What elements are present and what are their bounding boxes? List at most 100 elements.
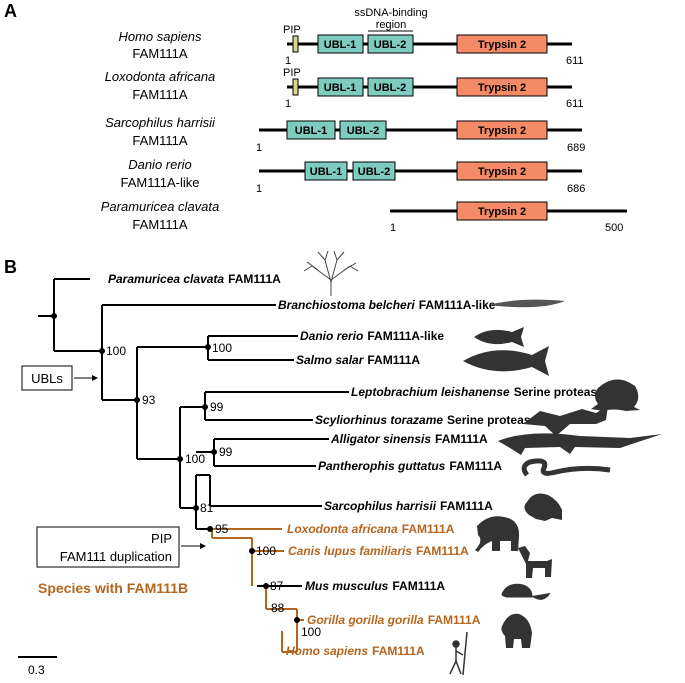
node (202, 404, 208, 410)
fam111b-legend: Species with FAM111B (38, 580, 188, 596)
bootstrap-value: 99 (210, 400, 224, 414)
ubl1-label: UBL-1 (310, 166, 342, 178)
species-name: Loxodonta africana (105, 69, 216, 84)
ubl2-domain (339, 120, 387, 140)
species-name: Paramuricea clavata (101, 199, 220, 214)
pip-label: PIP (283, 67, 301, 79)
scale-bar-label: 0.3 (28, 663, 45, 677)
protein-row-danio-rerio: Danio rerio FAM111A-like UBL-1 UBL-2 Try… (121, 157, 586, 195)
node (294, 617, 300, 623)
node (51, 313, 57, 319)
tree-nodes (51, 313, 300, 623)
zebrafish-icon (474, 327, 524, 347)
protein-name: FAM111A (132, 133, 187, 148)
bootstrap-value: 100 (106, 344, 126, 358)
coral-icon (303, 250, 359, 296)
node (99, 348, 105, 354)
node (263, 583, 269, 589)
ubl2-label: UBL-2 (374, 39, 406, 51)
protein-row-homo-sapiens: Homo sapiens FAM111A PIP UBL-1 UBL-2 ssD… (118, 7, 583, 67)
bootstrap-value: 100 (256, 544, 276, 558)
pip-callout-line1: PIP (151, 531, 172, 546)
mouse-icon (501, 583, 551, 600)
bootstrap-values: 100 100 93 99 100 99 81 95 100 87 88 100 (106, 341, 321, 639)
start-residue: 1 (256, 183, 262, 195)
ubl2-label: UBL-2 (374, 82, 406, 94)
dog-icon (518, 546, 552, 578)
ubl1-label: UBL-1 (324, 82, 356, 94)
gorilla-icon (501, 613, 532, 648)
ubl2-domain (352, 161, 396, 181)
end-residue: 611 (566, 98, 584, 110)
ubl1-domain (317, 34, 364, 54)
ubl2-label: UBL-2 (347, 125, 379, 137)
protein-name: FAM111A (132, 46, 187, 61)
start-residue: 1 (256, 142, 262, 154)
trypsin-label: Trypsin 2 (478, 39, 526, 51)
panel-b-label: B (4, 257, 17, 277)
pip-label: PIP (283, 24, 301, 36)
snake-icon (521, 458, 611, 477)
bootstrap-value: 99 (219, 445, 233, 459)
shark-icon (523, 406, 608, 436)
bootstrap-value: 100 (185, 452, 205, 466)
salmon-icon (463, 346, 549, 376)
end-residue: 686 (567, 183, 585, 195)
ssdna-label-2: region (376, 19, 407, 31)
ubl2-domain (367, 34, 414, 54)
human-icon (449, 631, 468, 676)
pip-callout-line2: FAM111 duplication (60, 549, 172, 564)
panel-a-label: A (4, 1, 17, 21)
protein-row-sarcophilus-harrisii: Sarcophilus harrisii FAM111A UBL-1 UBL-2… (105, 115, 585, 154)
trypsin-domain (456, 161, 548, 181)
ubl1-domain (317, 77, 364, 97)
ubl2-domain (367, 77, 414, 97)
alligator-icon (498, 433, 662, 455)
bootstrap-value: 100 (212, 341, 232, 355)
bootstrap-value: 100 (301, 625, 321, 639)
species-name: Sarcophilus harrisii (105, 115, 216, 130)
trypsin-label: Trypsin 2 (478, 166, 526, 178)
bootstrap-value: 87 (270, 579, 284, 593)
bootstrap-value: 81 (200, 501, 214, 515)
protein-name: FAM111A (132, 87, 187, 102)
end-residue: 500 (605, 222, 623, 234)
tasmanian-devil-icon (524, 493, 562, 521)
trypsin-domain (456, 201, 548, 221)
node (193, 505, 199, 511)
protein-name: FAM111A-like (121, 175, 200, 190)
end-residue: 611 (566, 55, 584, 67)
scale-bar: 0.3 (18, 656, 57, 677)
end-residue: 689 (567, 142, 585, 154)
protein-name: FAM111A (132, 217, 187, 232)
pip-motif (292, 35, 299, 53)
bootstrap-value: 88 (271, 601, 285, 615)
protein-row-loxodonta-africana: Loxodonta africana FAM111A PIP UBL-1 UBL… (105, 67, 584, 110)
ubls-callout: UBLs (21, 365, 98, 391)
trypsin-label: Trypsin 2 (478, 82, 526, 94)
ssdna-label: ssDNA-binding (354, 7, 427, 19)
node (177, 456, 183, 462)
ubl1-label: UBL-1 (324, 39, 356, 51)
bootstrap-value: 95 (215, 522, 229, 536)
ubls-callout-text: UBLs (31, 371, 63, 386)
start-residue: 1 (285, 98, 291, 110)
node (207, 526, 213, 532)
lancelet-icon (488, 299, 565, 308)
trypsin-label: Trypsin 2 (478, 125, 526, 137)
ubl1-domain (286, 120, 336, 140)
